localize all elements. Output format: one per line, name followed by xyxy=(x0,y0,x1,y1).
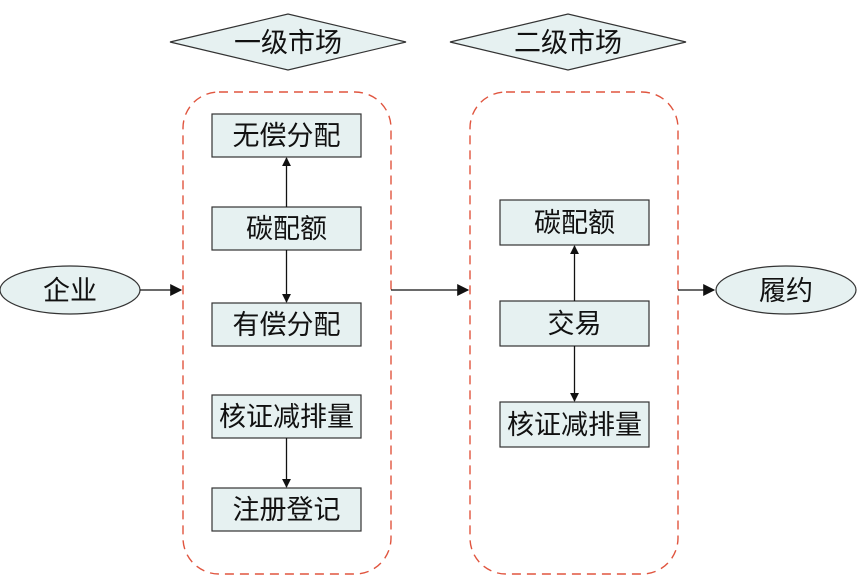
primary-paid-allocation-node: 有偿分配 xyxy=(211,302,362,347)
compliance-node: 履约 xyxy=(715,265,857,315)
compliance-ellipse xyxy=(715,265,857,315)
primary-free-allocation-box xyxy=(211,113,362,158)
primary-carbon-quota-node: 碳配额 xyxy=(211,206,362,251)
primary-registration-box xyxy=(211,487,362,532)
primary-free-allocation-label: 无偿分配 xyxy=(233,121,341,152)
enterprise-label: 企业 xyxy=(43,276,97,307)
compliance-label: 履约 xyxy=(759,276,813,307)
secondary-carbon-quota-box xyxy=(499,199,650,246)
secondary-carbon-quota-node: 碳配额 xyxy=(499,199,650,246)
primary-ccer-label: 核证减排量 xyxy=(219,402,354,433)
secondary-trading-node: 交易 xyxy=(499,300,650,347)
enterprise-node: 企业 xyxy=(0,265,141,315)
secondary-trading-label: 交易 xyxy=(548,309,602,340)
secondary-ccer-label: 核证减排量 xyxy=(507,410,642,441)
secondary-ccer-node: 核证减排量 xyxy=(499,401,650,448)
primary-ccer-node: 核证减排量 xyxy=(211,394,362,439)
primary-paid-allocation-label: 有偿分配 xyxy=(233,310,341,341)
primary-market-diamond xyxy=(169,13,407,71)
primary-paid-allocation-box xyxy=(211,302,362,347)
primary-market-header: 一级市场 xyxy=(169,13,407,71)
secondary-market-diamond xyxy=(449,13,687,71)
primary-registration-label: 注册登记 xyxy=(233,495,341,526)
primary-ccer-box xyxy=(211,394,362,439)
primary-market-label: 一级市场 xyxy=(234,28,342,59)
primary-registration-node: 注册登记 xyxy=(211,487,362,532)
secondary-market-label: 二级市场 xyxy=(514,28,622,59)
secondary-ccer-box xyxy=(499,401,650,448)
secondary-market-header: 二级市场 xyxy=(449,13,687,71)
primary-carbon-quota-label: 碳配额 xyxy=(246,214,327,245)
secondary-market-group xyxy=(469,91,679,575)
secondary-carbon-quota-label: 碳配额 xyxy=(534,208,615,239)
secondary-trading-box xyxy=(499,300,650,347)
primary-free-allocation-node: 无偿分配 xyxy=(211,113,362,158)
primary-market-group xyxy=(182,91,392,575)
